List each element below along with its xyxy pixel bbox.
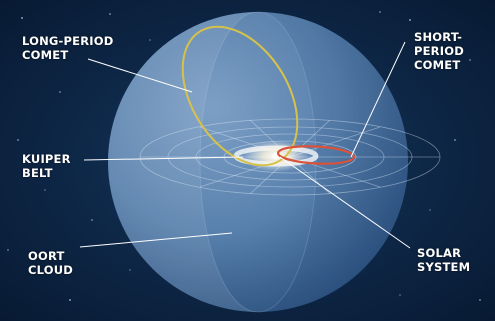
leader-solar-system [279, 156, 411, 249]
leader-short-period-comet [350, 41, 406, 158]
long-period-comet-orbit [181, 25, 299, 167]
short-period-comet-orbit [276, 145, 356, 165]
leader-long-period-comet [87, 58, 193, 93]
label-oort-cloud: OORT CLOUD [28, 249, 74, 277]
leader-oort-cloud [79, 232, 233, 248]
leader-kuiper-belt [83, 156, 244, 161]
label-short-period-comet: SHORT- PERIOD COMET [414, 30, 464, 72]
label-kuiper-belt: KUIPER BELT [22, 152, 71, 180]
background-stars [7, 11, 481, 301]
label-long-period-comet: LONG-PERIOD COMET [22, 34, 114, 62]
label-solar-system: SOLAR SYSTEM [417, 246, 471, 274]
label-leader-lines [79, 41, 411, 249]
